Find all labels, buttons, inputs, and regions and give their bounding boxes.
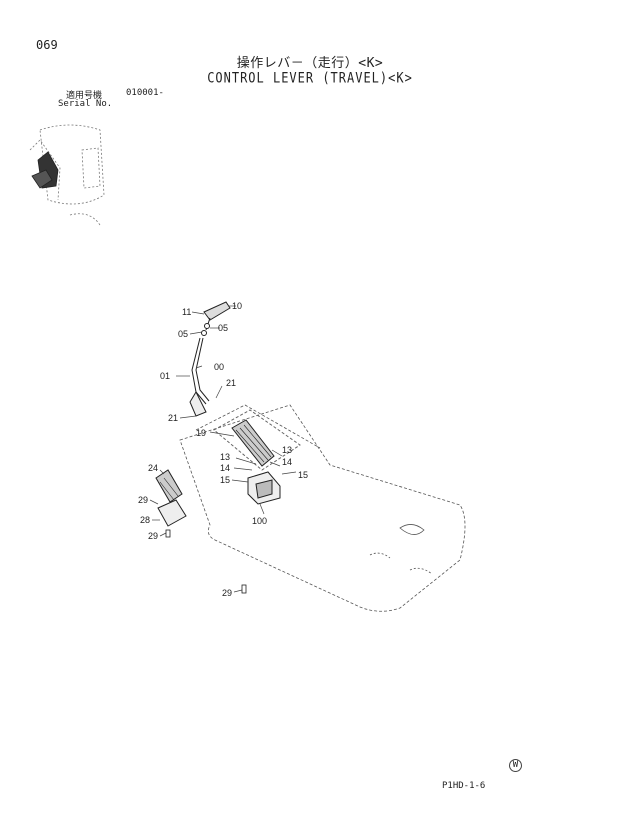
floor-plate (179, 404, 466, 612)
callout-label: 13 (282, 445, 292, 455)
callout-label: 29 (148, 531, 158, 541)
callout-label: 21 (168, 413, 178, 423)
callout-label: 01 (160, 371, 170, 381)
callout-label: 21 (226, 378, 236, 388)
callout-label: 10 (232, 301, 242, 311)
callout-label: 29 (138, 495, 148, 505)
callout-label: 19 (196, 428, 206, 438)
callout-label: 05 (178, 329, 188, 339)
callout-label: 14 (282, 457, 292, 467)
callout-label: 15 (220, 475, 230, 485)
callout-label: 29 (222, 588, 232, 598)
page-title-japanese: 操作レバ－（走行）<K> (236, 56, 384, 71)
page-reference: P1HD-1-6 (442, 781, 486, 791)
locator-thumbnail (29, 124, 105, 226)
travel-lever (189, 301, 231, 417)
page-number: 069 (36, 38, 58, 52)
callout-label: 15 (298, 470, 308, 480)
serial-value: 010001- (126, 88, 164, 98)
callout-label: 100 (252, 516, 267, 526)
callout-label: 28 (140, 515, 150, 525)
serial-label-japanese: 適用号機 (66, 91, 103, 101)
callout-labels: 11 10 05 05 00 01 21 21 19 13 14 13 14 1… (138, 301, 308, 598)
callout-label: 24 (148, 463, 158, 473)
callout-label: 05 (218, 323, 228, 333)
serial-label-english: Serial No. (58, 99, 113, 109)
callout-label: 00 (214, 362, 224, 372)
callout-label: 13 (220, 452, 230, 462)
travel-pedal (213, 409, 301, 505)
leader-lines (149, 305, 297, 593)
callout-label: 11 (182, 307, 191, 317)
watermark-symbol: W (509, 759, 522, 772)
page-title-english: CONTROL LEVER (TRAVEL)<K> (207, 69, 413, 87)
bolt-29 (165, 529, 247, 594)
auxiliary-pedal (155, 469, 187, 527)
callout-label: 14 (220, 463, 230, 473)
